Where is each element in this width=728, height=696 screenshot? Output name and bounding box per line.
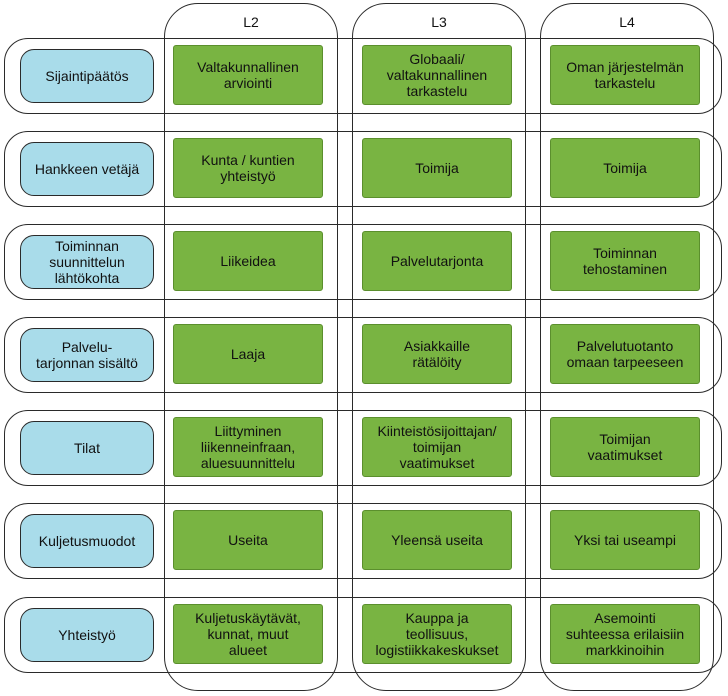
cell-l3: Kauppa ja teollisuus, logistiikkakeskuks… [362, 604, 512, 664]
row-frame [4, 224, 722, 300]
column-frame-l2 [164, 3, 338, 691]
cell-l4: Palvelutuotanto omaan tarpeeseen [550, 324, 700, 384]
row-label: Tilat [20, 421, 154, 475]
cell-l3: Asiakkaille rätälöity [362, 324, 512, 384]
cell-l2: Kunta / kuntien yhteistyö [173, 138, 323, 198]
cell-l4: Toimijan vaatimukset [550, 417, 700, 477]
cell-l3: Kiinteistösijoittajan/ toimijan vaatimuk… [362, 417, 512, 477]
cell-l2: Valtakunnallinen arviointi [173, 45, 323, 105]
cell-l2: Kuljetuskäytävät, kunnat, muut alueet [173, 604, 323, 664]
cell-l4: Oman järjestelmän tarkastelu [550, 45, 700, 105]
row-frame [4, 503, 722, 579]
cell-l3: Yleensä useita [362, 510, 512, 570]
cell-l2: Laaja [173, 324, 323, 384]
row-label: Kuljetusmuodot [20, 514, 154, 568]
column-frame-l3 [352, 3, 526, 691]
row-frame [4, 38, 722, 114]
cell-l2: Liikeidea [173, 231, 323, 291]
cell-l4: Asemointi suhteessa erilaisiin markkinoi… [550, 604, 700, 664]
row-label: Hankkeen vetäjä [20, 142, 154, 196]
row-frame [4, 597, 722, 673]
row-frame [4, 410, 722, 486]
row-frame [4, 317, 722, 393]
column-header-l3: L3 [431, 14, 447, 30]
row-frame [4, 131, 722, 207]
column-header-l2: L2 [243, 14, 259, 30]
cell-l4: Toiminnan tehostaminen [550, 231, 700, 291]
cell-l2: Liittyminen liikenneinfraan, aluesuunnit… [173, 417, 323, 477]
row-label: Palvelu- tarjonnan sisältö [20, 328, 154, 382]
cell-l3: Palvelutarjonta [362, 231, 512, 291]
column-header-l4: L4 [619, 14, 635, 30]
row-label: Toiminnan suunnittelun lähtökohta [20, 235, 154, 289]
cell-l4: Toimija [550, 138, 700, 198]
column-frame-l4 [540, 3, 714, 691]
row-label: Sijaintipäätös [20, 49, 154, 103]
row-label: Yhteistyö [20, 608, 154, 662]
cell-l3: Globaali/ valtakunnallinen tarkastelu [362, 45, 512, 105]
cell-l3: Toimija [362, 138, 512, 198]
cell-l2: Useita [173, 510, 323, 570]
cell-l4: Yksi tai useampi [550, 510, 700, 570]
